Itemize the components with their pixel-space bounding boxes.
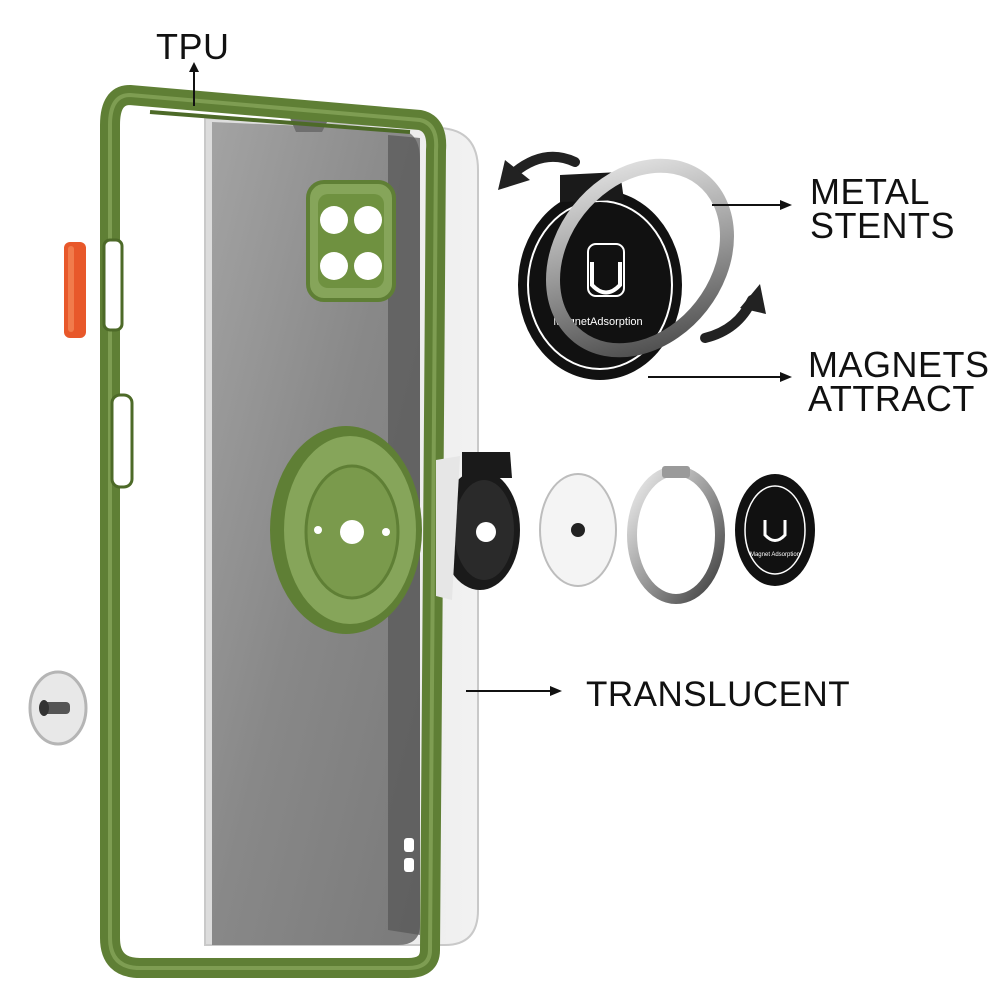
side-cutout xyxy=(102,238,124,332)
label-line: STENTS xyxy=(810,205,956,246)
black-mount-part xyxy=(436,452,520,600)
orange-side-button xyxy=(64,242,86,338)
white-adhesive-disc xyxy=(539,473,617,587)
label-metal-stents: METAL STENTS xyxy=(810,171,956,246)
callout-arrow xyxy=(189,62,199,106)
pin-icon xyxy=(28,670,88,746)
rotate-arrow-icon xyxy=(700,284,766,343)
green-ring-base xyxy=(270,426,422,634)
disc-text: Magnet Adsorption xyxy=(750,552,800,558)
side-cutout xyxy=(110,393,134,489)
magnet-disc-icon: Magnet Adsorption xyxy=(735,474,815,586)
tpu-bumper-frame xyxy=(64,85,447,978)
label-line: MAGNETS xyxy=(808,344,990,385)
label-tpu: TPU xyxy=(156,26,230,67)
assembled-ring-holder: MagnetAdsorption xyxy=(518,158,734,380)
metal-ring-icon xyxy=(627,466,725,604)
label-magnets-attract: MAGNETS ATTRACT xyxy=(808,344,990,419)
camera-cutout-icon xyxy=(306,180,396,302)
callout-arrow xyxy=(712,200,792,210)
label-translucent: TRANSLUCENT xyxy=(586,675,851,714)
label-line: METAL xyxy=(810,171,930,212)
label-line: ATTRACT xyxy=(808,378,975,419)
rotate-arrow-icon xyxy=(498,151,580,190)
callout-arrow xyxy=(648,372,792,382)
callout-arrow xyxy=(466,686,562,696)
